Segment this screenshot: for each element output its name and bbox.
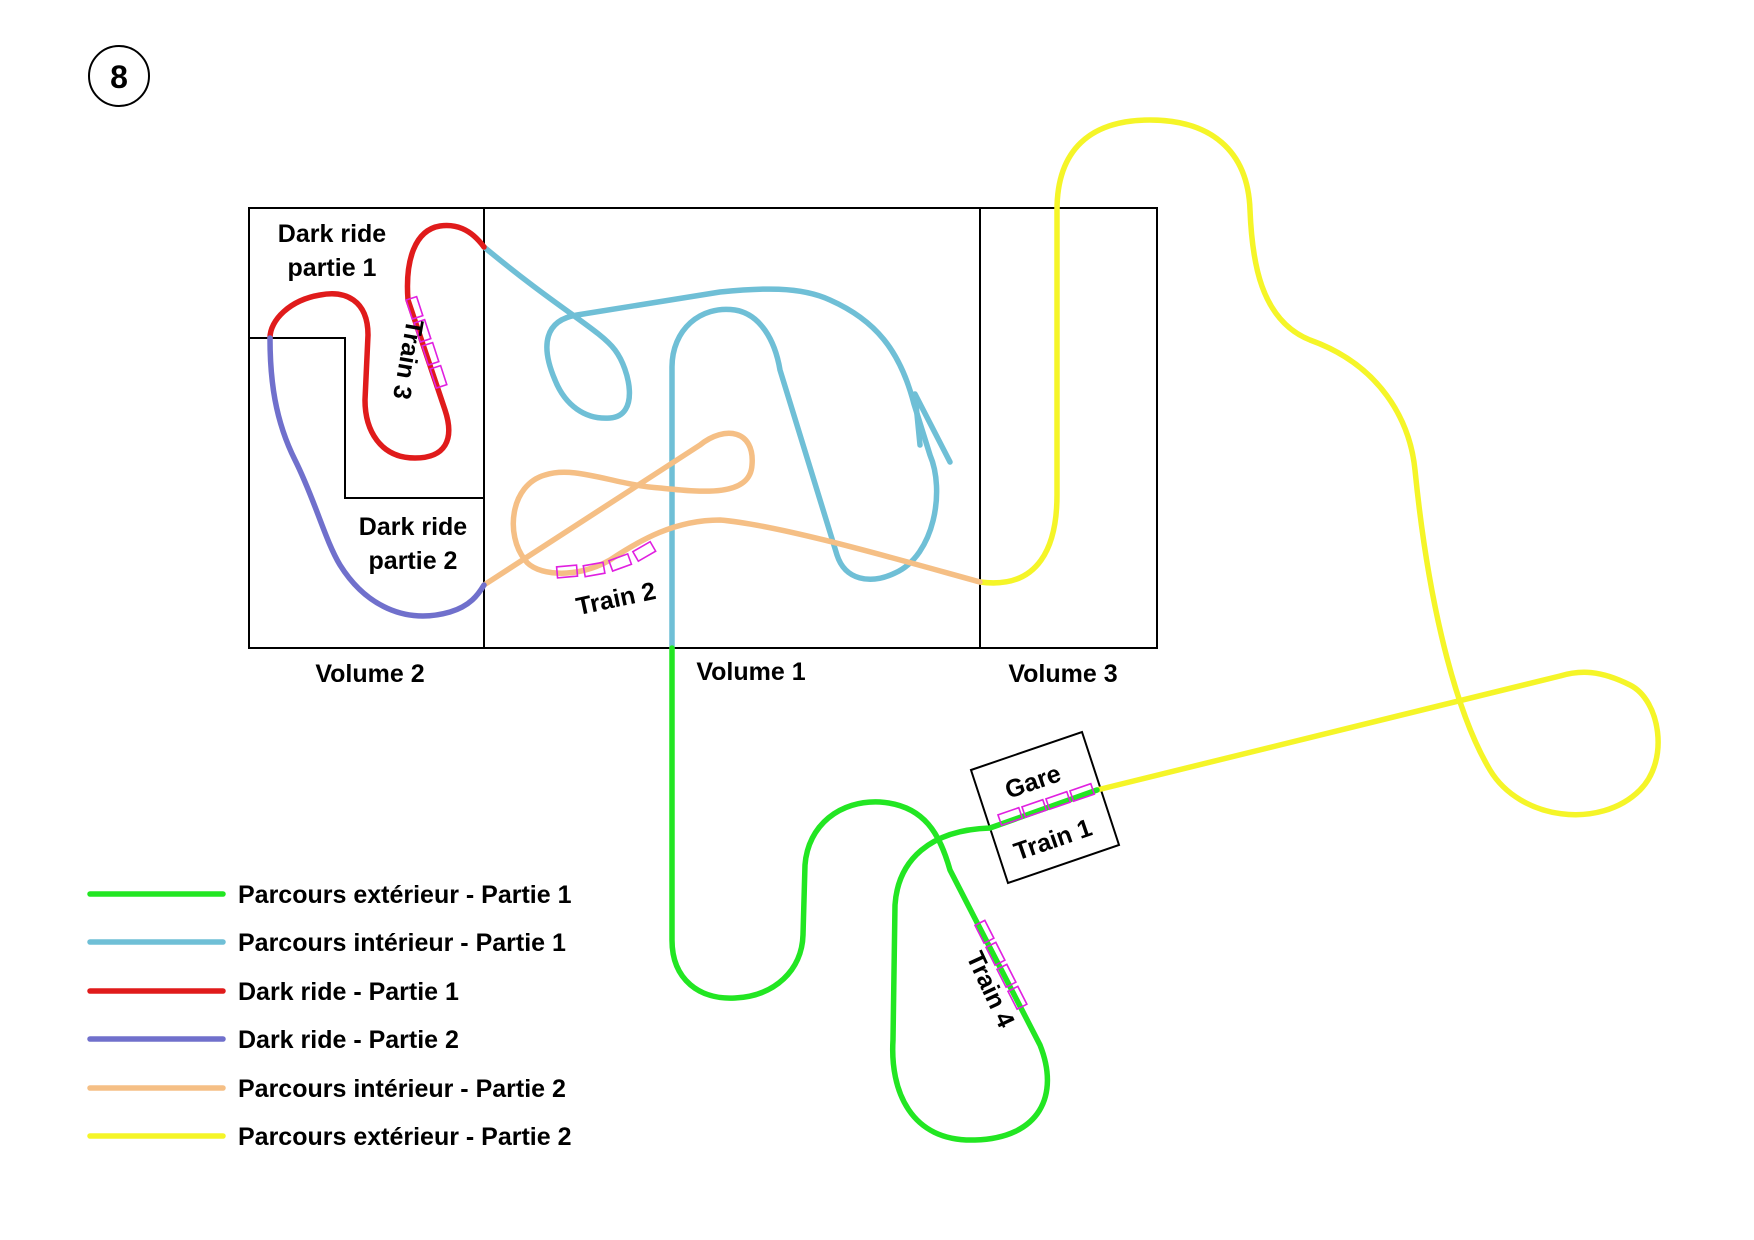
gare-station-box — [969, 730, 1121, 885]
train-3-label: Train 3 — [387, 317, 429, 401]
train-3-car — [405, 295, 424, 321]
train-2-label: Train 2 — [574, 577, 659, 621]
figure-number-circle — [88, 45, 150, 107]
legend: Parcours extérieur - Partie 1 Parcours i… — [87, 881, 572, 1151]
train-1-car — [996, 806, 1024, 827]
dark-ride-2-label-line2: partie 2 — [369, 547, 458, 575]
train-4-car — [984, 941, 1006, 967]
track-parcours-exterieur-1 — [669, 645, 1100, 1143]
train-1-label: Train 1 — [1010, 814, 1095, 867]
figure-number: 8 — [110, 59, 128, 95]
train-4-car — [973, 919, 995, 945]
track-parcours-interieur-2 — [481, 430, 983, 588]
gare-label: Gare — [1002, 759, 1065, 804]
train-3-car — [429, 364, 448, 390]
train-1-car — [1068, 782, 1096, 803]
train-2-car — [607, 552, 633, 573]
building-outlines — [248, 207, 1158, 885]
train-1-cars — [996, 782, 1096, 827]
track-parcours-exterieur-2 — [977, 117, 1661, 818]
volume-2-label: Volume 2 — [315, 660, 424, 688]
dark-ride-2-label-line1: Dark ride — [359, 513, 467, 541]
legend-label: Parcours extérieur - Partie 2 — [238, 1123, 572, 1151]
train-3-cars — [405, 295, 448, 390]
train-2-car — [555, 564, 579, 579]
dark-ride-1-label-line2: partie 1 — [288, 254, 377, 282]
track-parcours-interieur-1 — [481, 244, 940, 651]
dark-ride-divider — [249, 337, 484, 499]
train-1-car — [1020, 798, 1048, 819]
track-dark-ride-2 — [267, 335, 487, 619]
train-1-car — [1044, 790, 1072, 811]
volume-3-label: Volume 3 — [1008, 660, 1117, 688]
train-3-car — [421, 341, 440, 367]
legend-label: Dark ride - Partie 1 — [238, 978, 459, 1006]
track-parcours-interieur-1-spur — [912, 391, 953, 465]
volume-1-box — [483, 207, 981, 649]
train-4-cars — [973, 919, 1028, 1011]
tracks — [267, 117, 1661, 1143]
train-2-car — [631, 540, 657, 563]
volume-1-label: Volume 1 — [696, 658, 805, 686]
dark-ride-1-label-line1: Dark ride — [278, 220, 386, 248]
train-4-car — [995, 963, 1017, 989]
train-2-car — [582, 561, 606, 578]
legend-label: Parcours intérieur - Partie 2 — [238, 1075, 566, 1103]
train-2-cars — [555, 540, 657, 579]
volume-3-box — [979, 207, 1158, 649]
train-3-car — [413, 318, 432, 344]
train-4-car — [1006, 985, 1028, 1011]
track-dark-ride-1 — [267, 222, 487, 461]
legend-label: Parcours intérieur - Partie 1 — [238, 929, 566, 957]
legend-label: Dark ride - Partie 2 — [238, 1026, 459, 1054]
legend-label: Parcours extérieur - Partie 1 — [238, 881, 572, 909]
